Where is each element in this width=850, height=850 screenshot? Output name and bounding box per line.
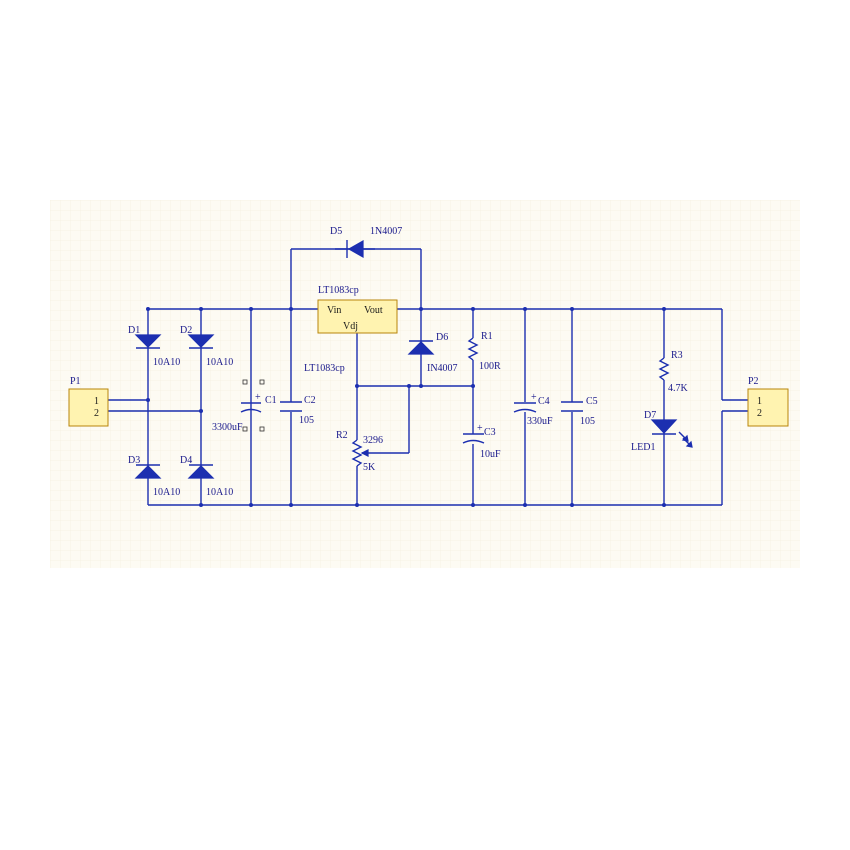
diode-d1[interactable]: D1 10A10 (128, 325, 180, 368)
c1-designator: C1 (265, 395, 277, 406)
resistor-r1[interactable]: R1 100R (467, 331, 501, 372)
p1-pin-2: 2 (94, 408, 99, 419)
d4-designator: D4 (180, 455, 192, 466)
r1-value: 100R (479, 361, 501, 372)
c2-designator: C2 (304, 395, 316, 406)
c2-value: 105 (299, 415, 314, 426)
diode-d4[interactable]: D4 10A10 (180, 455, 233, 498)
junctions (146, 307, 666, 507)
u1-vin-pin: Vin (327, 305, 341, 316)
p2-pin-2: 2 (757, 408, 762, 419)
connector-p2[interactable]: P2 1 2 (747, 376, 789, 427)
c5-value: 105 (580, 416, 595, 427)
led-d7[interactable]: D7 LED1 (631, 410, 693, 453)
d1-value: 10A10 (153, 357, 180, 368)
regulator-u1[interactable]: LT1083cp Vin Vout Vdj LT1083cp (304, 285, 398, 374)
c4-value: 330uF (527, 416, 553, 427)
svg-text:+: + (531, 392, 537, 403)
u1-vdj-pin: Vdj (343, 321, 358, 332)
d1-designator: D1 (128, 325, 140, 336)
capacitor-c5[interactable]: C5 105 (561, 396, 598, 427)
r2-designator: R2 (336, 430, 348, 441)
d5-designator: D5 (330, 226, 342, 237)
p1-designator: P1 (70, 376, 81, 387)
d5-value: 1N4007 (370, 226, 402, 237)
capacitor-c4[interactable]: + C4 330uF (513, 392, 553, 427)
c4-designator: C4 (538, 396, 550, 407)
diode-d2[interactable]: D2 10A10 (180, 325, 233, 368)
connector-p1[interactable]: P1 1 2 (68, 376, 109, 427)
d4-value: 10A10 (206, 487, 233, 498)
p1-body (68, 388, 109, 427)
c3-designator: C3 (484, 427, 496, 438)
r1-designator: R1 (481, 331, 493, 342)
u1-body (317, 299, 398, 334)
d3-value: 10A10 (153, 487, 180, 498)
r2-resistance: 5K (363, 462, 376, 473)
r2-value: 3296 (363, 435, 383, 446)
capacitor-c1[interactable]: + C1 3300uF (212, 379, 277, 433)
d3-designator: D3 (128, 455, 140, 466)
d2-designator: D2 (180, 325, 192, 336)
sheet-background (50, 200, 800, 568)
u1-designator: LT1083cp (318, 285, 359, 296)
resistor-r3[interactable]: R3 4.7K (658, 350, 689, 394)
p2-body (747, 388, 789, 427)
d6-value: IN4007 (427, 363, 458, 374)
diode-d5[interactable]: D5 1N4007 (330, 226, 402, 259)
r3-designator: R3 (671, 350, 683, 361)
r3-value: 4.7K (668, 383, 689, 394)
p2-pin-1: 1 (757, 396, 762, 407)
diode-d6[interactable]: D6 IN4007 (407, 332, 458, 374)
capacitor-c2[interactable]: C2 105 (280, 395, 316, 426)
potentiometer-r2[interactable]: R2 3296 5K (336, 430, 383, 473)
u1-vout-pin: Vout (364, 305, 383, 316)
d7-value: LED1 (631, 442, 655, 453)
capacitor-c3[interactable]: + C3 10uF (462, 423, 501, 460)
diode-d3[interactable]: D3 10A10 (128, 455, 180, 498)
c5-designator: C5 (586, 396, 598, 407)
c1-value: 3300uF (212, 422, 243, 433)
svg-text:+: + (255, 392, 261, 403)
svg-text:+: + (477, 423, 483, 434)
p2-designator: P2 (748, 376, 759, 387)
u1-value: LT1083cp (304, 363, 345, 374)
c3-value: 10uF (480, 449, 501, 460)
d6-designator: D6 (436, 332, 448, 343)
d7-designator: D7 (644, 410, 656, 421)
p1-pin-1: 1 (94, 396, 99, 407)
d2-value: 10A10 (206, 357, 233, 368)
